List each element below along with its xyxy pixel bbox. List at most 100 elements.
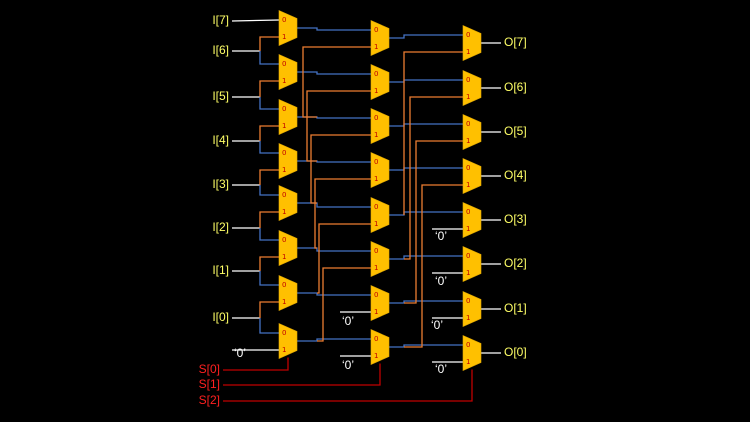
stage1-pass-wire-7: [259, 318, 279, 334]
stage2-shift-wire-6: [317, 223, 371, 294]
stage3-pass-wire-4: [389, 211, 463, 216]
mux-s1-1-pin1-label: 1: [282, 77, 286, 85]
stage2-pass-wire-0: [297, 27, 371, 31]
mux-s2-1-pin0-label: 0: [374, 70, 378, 78]
mux-s3-5: [462, 246, 482, 282]
stage3-pass-wire-2: [389, 123, 463, 127]
mux-s1-3: [278, 143, 298, 179]
mux-s3-2-pin0-label: 0: [466, 120, 470, 128]
mux-s1-0-pin1-label: 1: [282, 33, 286, 41]
stage3-pass-wire-3: [389, 167, 463, 171]
input-label-0: I[7]: [212, 13, 229, 27]
output-label-5: O[2]: [504, 256, 527, 270]
mux-s3-2: [462, 114, 482, 150]
mux-s3-4: [462, 202, 482, 238]
mux-s1-4-pin1-label: 1: [282, 208, 286, 216]
stage3-pass-wire-0: [389, 34, 463, 39]
mux-s3-5-pin0-label: 0: [466, 252, 470, 260]
mux-s2-3-pin0-label: 0: [374, 158, 378, 166]
mux-s1-1-pin0-label: 0: [282, 60, 286, 68]
mux-s1-0: [278, 10, 298, 46]
mux-s3-1-pin1-label: 1: [466, 93, 470, 101]
mux-s2-0: [370, 20, 390, 56]
input-wire-7: [231, 19, 280, 22]
mux-s1-7-pin1-label: 1: [282, 346, 286, 354]
stage2-pass-wire-6: [297, 292, 371, 296]
mux-s2-1: [370, 64, 390, 100]
mux-s1-5: [278, 230, 298, 266]
mux-s1-6-pin1-label: 1: [282, 298, 286, 306]
mux-s1-6-pin0-label: 0: [282, 281, 286, 289]
stage2-pass-wire-1: [297, 71, 371, 75]
stage3-zero-label-0: ‘0’: [435, 229, 447, 243]
mux-s2-5-pin1-label: 1: [374, 264, 378, 272]
mux-s2-2: [370, 108, 390, 144]
output-label-7: O[0]: [504, 345, 527, 359]
select-label-1: S[1]: [199, 377, 220, 391]
mux-s3-0: [462, 25, 482, 61]
stage3-pass-wire-7: [389, 344, 463, 348]
mux-s2-5-pin0-label: 0: [374, 247, 378, 255]
stage1-pass-wire-2: [259, 97, 279, 110]
wires: [223, 19, 501, 402]
mux-s2-0-pin1-label: 1: [374, 43, 378, 51]
stage1-pass-wire-6: [259, 271, 279, 286]
stage1-shift-wire-7: [259, 301, 279, 318]
mux-s1-6: [278, 275, 298, 311]
mux-s1-7-pin0-label: 0: [282, 329, 286, 337]
input-label-3: I[4]: [212, 133, 229, 147]
mux-s3-2-pin1-label: 1: [466, 137, 470, 145]
mux-s3-7: [462, 335, 482, 371]
stage2-pass-wire-5: [297, 247, 371, 252]
mux-s2-7-pin0-label: 0: [374, 335, 378, 343]
mux-s1-5-pin1-label: 1: [282, 253, 286, 261]
mux-s2-2-pin1-label: 1: [374, 131, 378, 139]
input-label-1: I[6]: [212, 43, 229, 57]
stage2-shift-wire-5: [314, 178, 371, 249]
mux-s1-2-pin1-label: 1: [282, 122, 286, 130]
mux-s1-4: [278, 185, 298, 221]
stage3-zero-label-1: ‘0’: [435, 274, 447, 288]
stage2-shift-wire-3: [306, 90, 371, 162]
stage1-shift-wire-2: [259, 80, 279, 97]
mux-s1-2: [278, 99, 298, 135]
select-label-2: S[2]: [199, 393, 220, 407]
input-label-7: I[0]: [212, 310, 229, 324]
output-label-4: O[3]: [504, 212, 527, 226]
stage2-shift-wire-7: [317, 267, 371, 342]
input-label-6: I[1]: [212, 263, 229, 277]
mux-s2-4-pin1-label: 1: [374, 220, 378, 228]
stage2-pass-wire-7: [297, 338, 371, 342]
output-label-2: O[5]: [504, 124, 527, 138]
multiplexers: 0101010101010101010101010101010101010101…: [278, 10, 482, 371]
output-label-6: O[1]: [504, 301, 527, 315]
stage2-zero-label-b: ‘0’: [342, 358, 354, 372]
stage3-shift-wire-4: [403, 51, 463, 215]
mux-s1-3-pin1-label: 1: [282, 166, 286, 174]
mux-s2-4: [370, 197, 390, 233]
mux-s3-6-pin1-label: 1: [466, 314, 470, 322]
stage1-zero-label: ‘0’: [234, 346, 246, 360]
mux-s2-1-pin1-label: 1: [374, 87, 378, 95]
stage3-zero-label-2: ‘0’: [431, 318, 443, 332]
mux-s1-2-pin0-label: 0: [282, 105, 286, 113]
mux-s1-7: [278, 323, 298, 359]
stage2-zero-label-a: ‘0’: [342, 314, 354, 328]
stage3-pass-wire-6: [389, 300, 463, 304]
input-label-5: I[2]: [212, 220, 229, 234]
stage2-shift-wire-2: [302, 46, 371, 118]
stage1-pass-wire-1: [259, 51, 279, 65]
stage3-shift-wire-7: [404, 184, 463, 348]
mux-s1-5-pin0-label: 0: [282, 236, 286, 244]
mux-s1-0-pin0-label: 0: [282, 16, 286, 24]
mux-s2-5: [370, 241, 390, 277]
mux-s2-6: [370, 285, 390, 321]
mux-s3-7-pin1-label: 1: [466, 358, 470, 366]
stage1-pass-wire-4: [259, 185, 279, 196]
stage3-shift-wire-5: [404, 96, 463, 260]
stage2-pass-wire-4: [297, 202, 371, 208]
mux-s3-3: [462, 158, 482, 194]
stage1-shift-wire-3: [259, 125, 279, 141]
